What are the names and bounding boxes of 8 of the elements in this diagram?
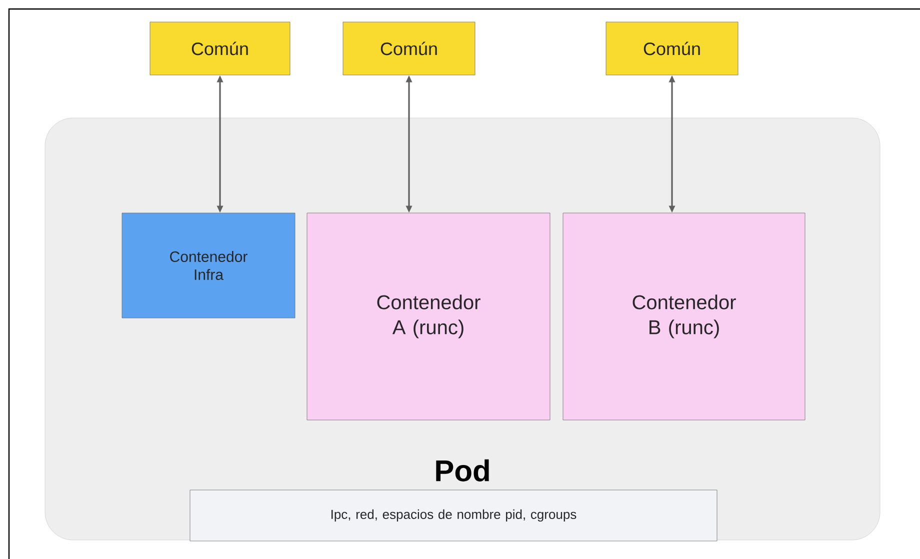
namespace-bar: Ipc, red, espacios de nombre pid, cgroups	[190, 490, 718, 542]
common-box: Común	[150, 22, 290, 76]
container-box: Contenedor B (runc)	[562, 212, 806, 420]
container-box: Contenedor A (runc)	[306, 212, 550, 420]
common-box: Común	[342, 22, 476, 76]
common-box: Común	[606, 22, 738, 76]
pod-label: Pod	[436, 459, 489, 482]
container-box: Contenedor Infra	[122, 212, 296, 318]
